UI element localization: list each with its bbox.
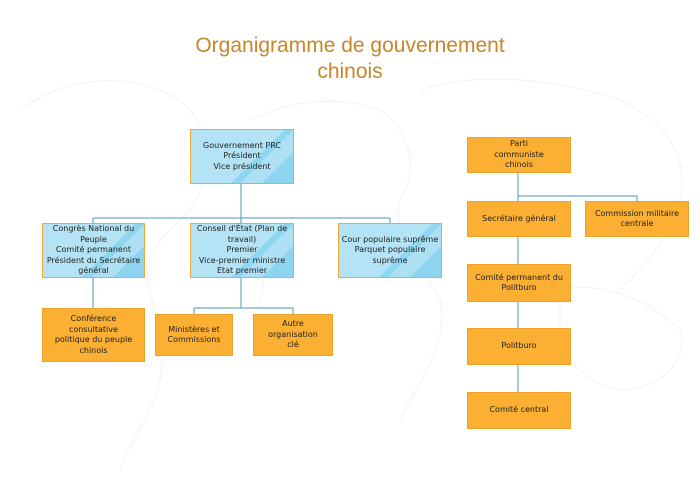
node-conseil-etat[interactable]: Conseil d'État (Plan de travail) Premier… bbox=[190, 223, 294, 278]
node-autre-organisation[interactable]: Autre organisation clé bbox=[253, 314, 333, 356]
node-text: Parti communiste chinois bbox=[494, 139, 544, 170]
connector-council-children bbox=[193, 278, 294, 314]
node-congres-national[interactable]: Congrès National du Peuple Comité perman… bbox=[42, 223, 145, 278]
node-text: Premier bbox=[226, 245, 258, 255]
node-text: Comité central bbox=[489, 405, 549, 415]
node-commission-militaire[interactable]: Commission militaire centrale bbox=[585, 201, 689, 237]
node-text: Parquet populaire suprême bbox=[354, 245, 426, 265]
node-comite-central[interactable]: Comité central bbox=[467, 392, 571, 429]
node-text: Politburo bbox=[501, 341, 537, 351]
connector-party-level2 bbox=[517, 173, 638, 201]
node-text: Secrétaire général bbox=[482, 213, 556, 223]
node-text: Cour populaire suprême bbox=[341, 234, 439, 244]
node-text: Commission militaire centrale bbox=[594, 208, 680, 229]
node-parti-communiste[interactable]: Parti communiste chinois bbox=[467, 137, 571, 173]
node-text: Conférence consultative politique du peu… bbox=[54, 314, 133, 355]
node-text: Vice-premier ministre bbox=[198, 255, 286, 265]
node-ministeres[interactable]: Ministères et Commissions bbox=[155, 314, 233, 356]
node-text: Autre organisation clé bbox=[268, 319, 318, 350]
node-text: Vice président bbox=[213, 161, 271, 171]
node-text: Conseil d'État (Plan de travail) bbox=[196, 224, 288, 244]
node-text: Président bbox=[223, 151, 261, 161]
node-text: Congrès National du Peuple bbox=[52, 224, 135, 244]
node-text: Comité permanent du Politburo bbox=[475, 272, 563, 293]
title-line-2: chinois bbox=[317, 60, 383, 83]
node-secretaire-general[interactable]: Secrétaire général bbox=[467, 201, 571, 237]
node-conference-consultative[interactable]: Conférence consultative politique du peu… bbox=[42, 308, 145, 362]
node-text: Ministères et Commissions bbox=[167, 324, 221, 345]
node-gouvernement-prc[interactable]: Gouvernement PRC Président Vice présiden… bbox=[190, 129, 294, 184]
title-line-1: Organigramme de gouvernement bbox=[195, 34, 505, 57]
diagram-title: Organigramme de gouvernement chinois bbox=[0, 33, 700, 85]
node-text: Gouvernement PRC bbox=[203, 140, 281, 150]
node-text: Comité permanent bbox=[55, 245, 132, 255]
node-cour-populaire[interactable]: Cour populaire suprême Parquet populaire… bbox=[338, 223, 442, 278]
connector-root-level2 bbox=[92, 184, 391, 223]
node-comite-permanent-politburo[interactable]: Comité permanent du Politburo bbox=[467, 264, 571, 302]
node-politburo[interactable]: Politburo bbox=[467, 328, 571, 365]
node-text: Président du Secrétaire général bbox=[46, 255, 141, 276]
node-text: Etat premier bbox=[216, 266, 268, 276]
